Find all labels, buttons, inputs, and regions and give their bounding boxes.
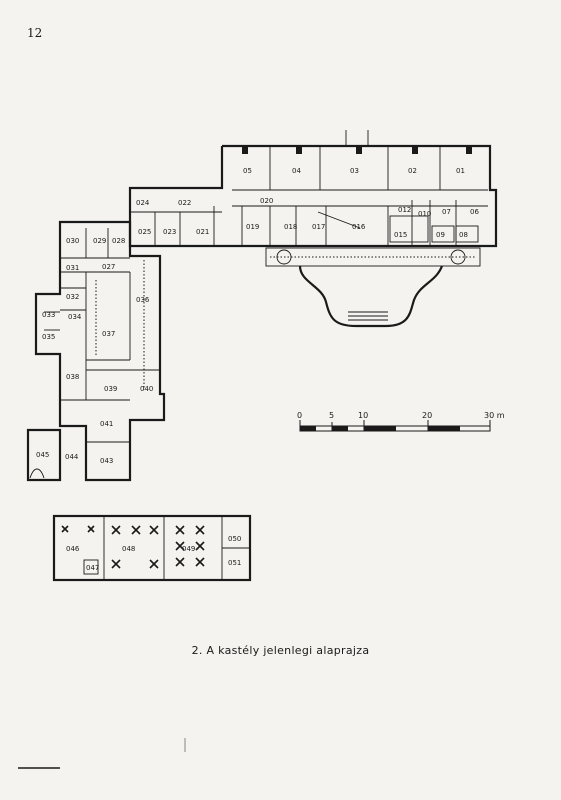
room-05: 05: [243, 167, 252, 175]
scale-label-30: 30 m: [484, 411, 505, 420]
room-037: 037: [102, 330, 115, 338]
room-022: 022: [178, 199, 191, 207]
room-034: 034: [68, 313, 82, 321]
room-024: 024: [136, 199, 150, 207]
room-033: 033: [42, 311, 55, 319]
east-wing: [128, 130, 498, 248]
room-038: 038: [66, 373, 79, 381]
room-050: 050: [228, 535, 241, 543]
room-03: 03: [350, 167, 359, 175]
scale-label-5: 5: [329, 411, 334, 420]
room-035: 035: [42, 333, 55, 341]
figure-caption: 2. A kastély jelenlegi alaprajza: [191, 644, 370, 657]
room-049: 049: [182, 545, 195, 553]
room-046: 046: [66, 545, 80, 553]
room-039: 039: [104, 385, 117, 393]
scale-label-20: 20: [422, 411, 432, 420]
room-029: 029: [93, 237, 106, 245]
room-027: 027: [102, 263, 115, 271]
room-025: 025: [138, 228, 151, 236]
room-019: 019: [246, 223, 259, 231]
room-041: 041: [100, 420, 113, 428]
room-031: 031: [66, 264, 79, 272]
room-07: 07: [442, 208, 451, 216]
scale-label-0: 0: [297, 411, 302, 420]
room-023: 023: [163, 228, 176, 236]
room-017: 017: [312, 223, 325, 231]
room-08: 08: [459, 231, 468, 239]
scale-bar: 0 5 10 20 30 m: [297, 411, 505, 432]
room-021: 021: [196, 228, 209, 236]
room-028: 028: [112, 237, 125, 245]
room-045: 045: [36, 451, 49, 459]
room-048: 048: [122, 545, 135, 553]
scale-label-10: 10: [358, 411, 368, 420]
room-04: 04: [292, 167, 301, 175]
room-010: 010: [418, 210, 431, 218]
room-051: 051: [228, 559, 241, 567]
room-015: 015: [394, 231, 407, 239]
room-020: 020: [260, 197, 273, 205]
room-036: 036: [136, 296, 150, 304]
room-06: 06: [470, 208, 479, 216]
room-labels: 01 02 03 04 05 06 07 08 09 010 012 015 0…: [36, 167, 479, 572]
room-012: 012: [398, 206, 411, 214]
room-030: 030: [66, 237, 79, 245]
room-047: 047: [86, 564, 99, 572]
outbuilding: [52, 514, 252, 582]
room-044: 044: [65, 453, 79, 461]
room-09: 09: [436, 231, 445, 239]
room-043: 043: [100, 457, 113, 465]
room-032: 032: [66, 293, 79, 301]
terrace: [265, 247, 481, 328]
page-number: 12: [27, 26, 43, 40]
room-040: 040: [140, 385, 153, 393]
room-016: 016: [352, 223, 366, 231]
room-01: 01: [456, 167, 465, 175]
west-wing: [26, 220, 166, 482]
room-018: 018: [284, 223, 297, 231]
room-02: 02: [408, 167, 417, 175]
